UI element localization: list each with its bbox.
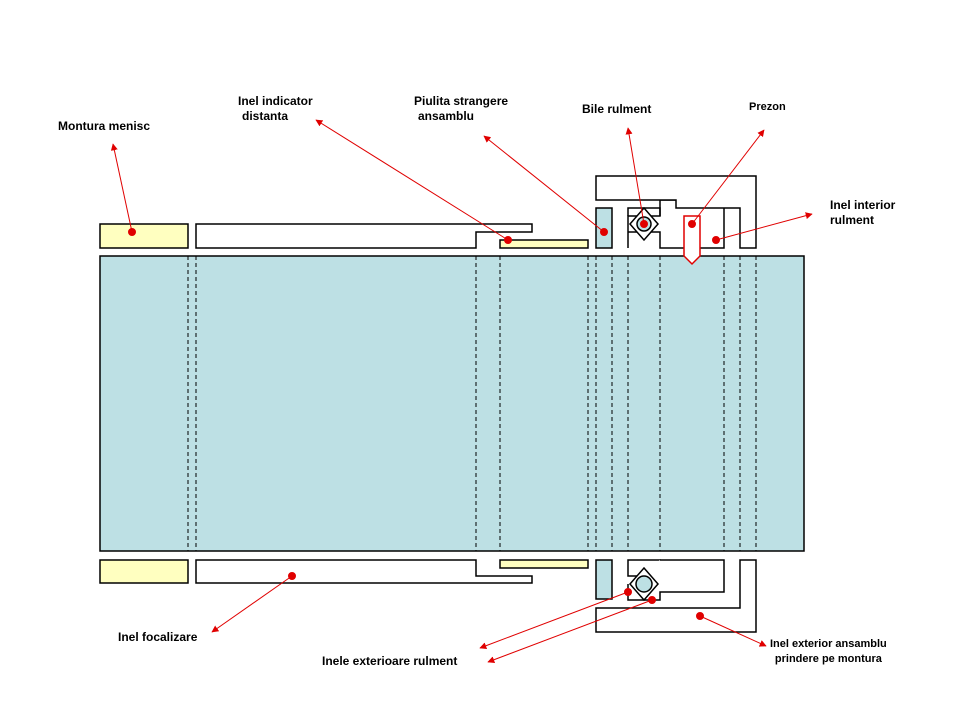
label-line: Bile rulment	[582, 102, 652, 116]
prezon	[683, 215, 701, 266]
inel-focalizare-top	[195, 223, 533, 249]
label-line: ansamblu	[418, 109, 475, 123]
leader-inel-indicator	[315, 119, 509, 241]
leader-dot-bile	[640, 220, 648, 228]
leader-dot-inel-interior	[712, 236, 720, 244]
label-inel-interior: Inel interior rulment	[830, 198, 895, 228]
leader-prezon	[691, 129, 765, 225]
label-line: Inel focalizare	[118, 630, 198, 644]
label-inel-indicator: Inel indicator distanta	[238, 94, 313, 124]
inel-exterior-ansamblu-top	[595, 175, 757, 249]
label-line: Prezon	[749, 101, 786, 113]
leader-dot-inele-exterioare-2	[648, 596, 656, 604]
leader-inel-interior	[715, 212, 813, 241]
label-line: distanta	[242, 109, 289, 123]
label-piulita: Piulita strangere ansamblu	[414, 94, 508, 124]
leader-piulita	[483, 135, 605, 233]
leader-dot-montura-menisc	[128, 228, 136, 236]
inel-indicator-bottom	[499, 559, 589, 569]
montura-menisc-bottom	[99, 559, 189, 584]
label-inel-focalizare: Inel focalizare	[118, 630, 197, 645]
leader-dot-inel-exterior-ansamblu	[696, 612, 704, 620]
label-line: Piulita strangere	[414, 94, 509, 108]
leader-lines	[110, 119, 813, 664]
label-line: Inel exterior ansamblu	[770, 638, 887, 650]
label-inele-exterioare: Inele exterioare rulment	[322, 654, 457, 669]
label-montura-menisc: Montura menisc	[58, 119, 150, 134]
inel-indicator-top	[499, 239, 589, 249]
label-inel-exterior-ansamblu: Inel exterior ansamblu prindere pe montu…	[770, 637, 887, 667]
leader-dot-inel-focalizare	[288, 572, 296, 580]
leader-bile	[625, 127, 645, 225]
bile-rulment-bottom	[635, 575, 653, 593]
leader-dot-inele-exterioare-1	[624, 588, 632, 596]
label-line: prindere pe montura	[774, 653, 882, 665]
montura-menisc-top	[99, 223, 189, 249]
section-dashed-lines	[187, 256, 757, 551]
label-bile: Bile rulment	[582, 102, 651, 117]
label-line: Inele exterioare rulment	[322, 654, 458, 668]
leader-montura-menisc	[110, 143, 133, 233]
inel-exterior-ansamblu-bottom	[595, 559, 757, 633]
leader-dot-inel-indicator	[504, 236, 512, 244]
label-line: Inel indicator	[238, 94, 313, 108]
main-shaft	[99, 255, 805, 552]
label-line: rulment	[830, 213, 875, 227]
leader-inel-exterior-ansamblu	[699, 615, 767, 647]
label-line: Inel interior	[830, 198, 896, 212]
leader-dot-prezon	[688, 220, 696, 228]
piulita-bottom	[595, 559, 613, 600]
leader-inele-exterioare-2	[487, 599, 653, 664]
label-prezon: Prezon	[749, 100, 786, 115]
assembly-parts	[99, 175, 805, 633]
label-line: Montura menisc	[58, 119, 151, 133]
leader-inel-focalizare	[211, 575, 293, 633]
leader-dot-piulita	[600, 228, 608, 236]
inel-focalizare-bottom	[195, 559, 533, 584]
leader-inele-exterioare-1	[479, 591, 629, 650]
